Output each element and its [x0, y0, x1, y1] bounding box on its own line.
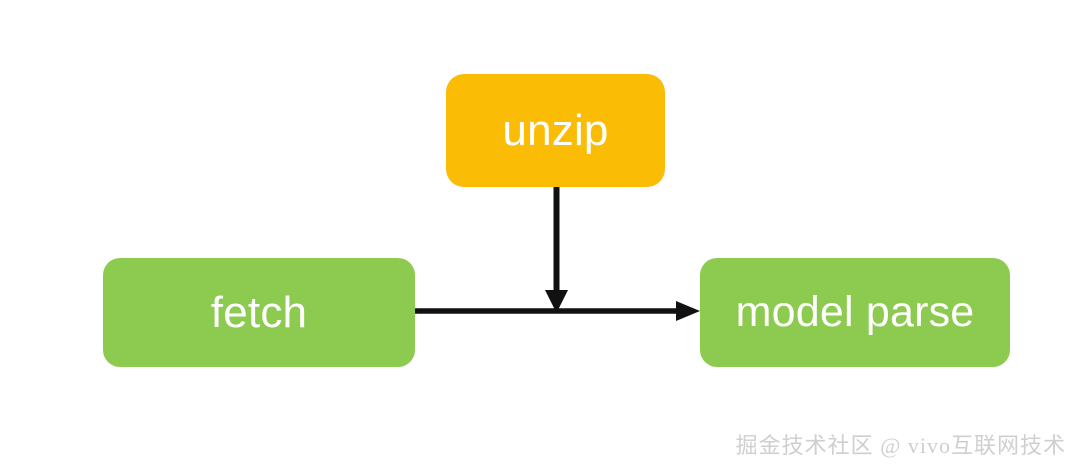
- node-unzip[interactable]: unzip: [446, 74, 665, 187]
- edge-unzip-to-pipeline: [545, 187, 568, 313]
- node-fetch-label: fetch: [210, 287, 308, 337]
- edge-fetch-to-model-parse: [415, 301, 700, 321]
- arrowhead-right-icon: [676, 301, 700, 321]
- arrowhead-down-icon: [545, 290, 568, 313]
- node-unzip-label: unzip: [502, 105, 609, 155]
- watermark: 掘金技术社区 @ vivo互联网技术: [735, 433, 1066, 458]
- node-fetch[interactable]: fetch: [103, 258, 415, 367]
- node-model-parse-label: model parse: [735, 288, 975, 336]
- node-model-parse[interactable]: model parse: [700, 258, 1010, 367]
